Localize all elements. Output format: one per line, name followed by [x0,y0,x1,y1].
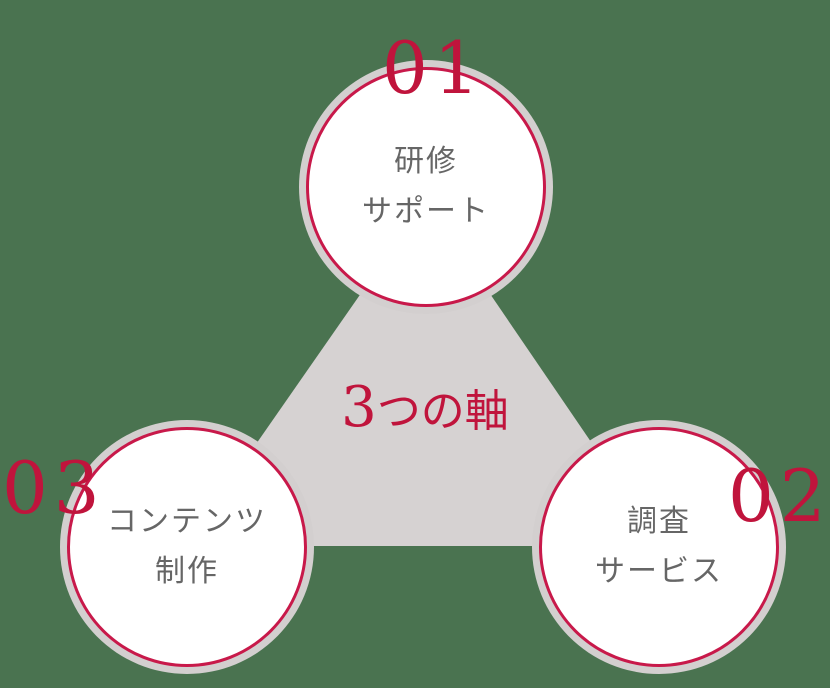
node-01-label-line-1: 研修 [394,144,458,179]
node-02-label-line-1: 調査 [627,504,691,539]
node-03-inner: コンテンツ 制作 [67,427,307,667]
node-02-number: 02 [728,454,830,538]
node-01-label-line-2: サポート [362,194,490,229]
node-03-label-line-2: 制作 [155,554,219,589]
node-03-content-production: コンテンツ 制作 [60,420,314,674]
node-02-research-service: 調査 サービス [532,420,786,674]
node-03-label-line-1: コンテンツ [107,504,267,539]
node-02-label-line-2: サービス [595,554,723,589]
node-01-training-support: 研修 サポート [299,60,553,314]
title-rest: つの軸 [376,386,509,437]
title-number: 3 [341,375,377,440]
node-01-inner: 研修 サポート [306,67,546,307]
diagram-title: 3つの軸 [330,380,520,436]
node-03-number: 03 [2,446,106,530]
node-02-inner: 調査 サービス [539,427,779,667]
node-01-number: 01 [382,26,486,110]
